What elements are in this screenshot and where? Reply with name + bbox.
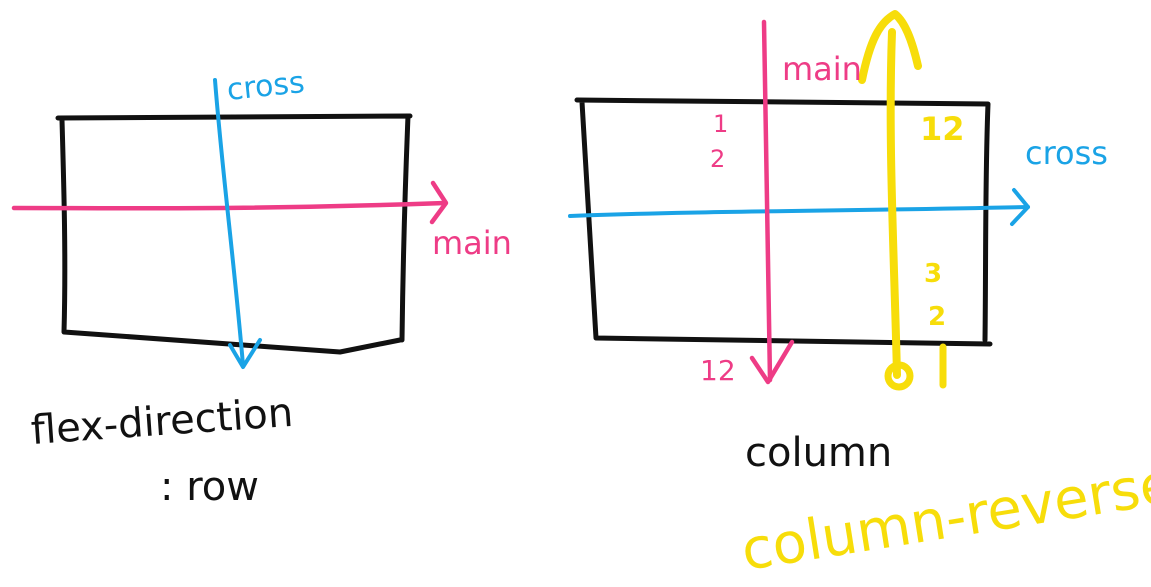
- right-box: [574, 97, 993, 347]
- yellow-number-12: 12: [920, 110, 965, 148]
- pink-number-12: 12: [700, 354, 736, 387]
- right-reverse-start-dot: [884, 361, 914, 391]
- right-diagram: main cross 1 2 12 12 3 2 column column-r…: [568, 10, 1151, 584]
- left-cross-arrowhead: [228, 338, 262, 369]
- right-reverse-axis: [886, 28, 901, 379]
- left-diagram: cross main flex-direction : row: [11, 65, 512, 510]
- right-cross-label: cross: [1025, 134, 1108, 172]
- right-main-axis: [761, 19, 773, 383]
- right-caption-column: column: [745, 430, 892, 476]
- right-cross-axis: [568, 205, 1030, 218]
- yellow-number-2: 2: [928, 302, 946, 332]
- left-main-label: main: [432, 224, 512, 262]
- yellow-number-3: 3: [924, 259, 942, 289]
- left-box: [55, 113, 413, 355]
- right-reverse-arrowhead: [858, 10, 922, 84]
- pink-number-2: 2: [710, 145, 725, 173]
- left-main-axis: [11, 200, 448, 211]
- right-main-arrowhead: [749, 339, 795, 385]
- left-cross-label: cross: [225, 65, 306, 108]
- pink-number-1: 1: [713, 110, 728, 138]
- left-caption-line1: flex-direction: [29, 390, 294, 454]
- left-cross-axis: [213, 78, 245, 367]
- left-main-arrowhead: [429, 180, 449, 225]
- right-cross-arrowhead: [1010, 188, 1030, 226]
- left-caption-line2: : row: [160, 464, 259, 510]
- right-main-label: main: [782, 50, 862, 88]
